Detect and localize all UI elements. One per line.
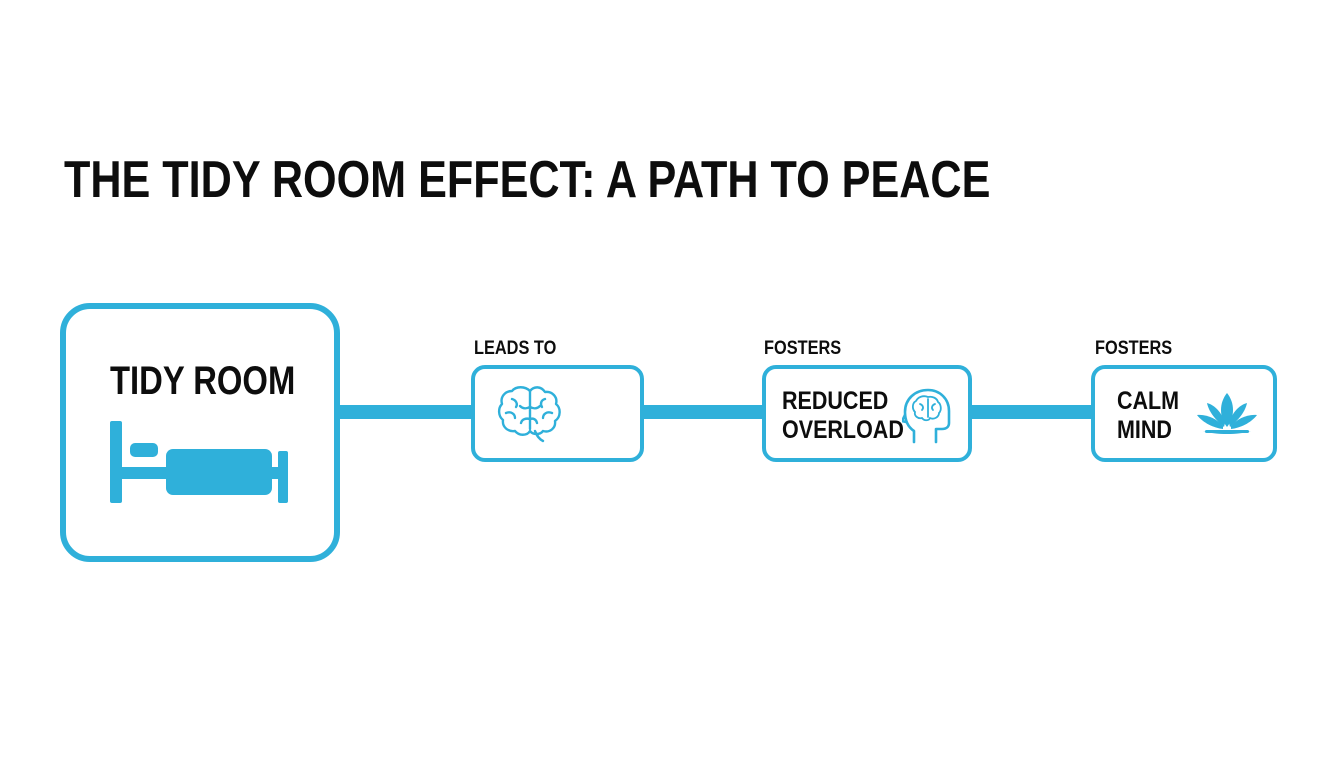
reduced-overload-text: REDUCED OVERLOAD: [782, 387, 904, 445]
lotus-icon: [1197, 393, 1257, 434]
brain-icon: [497, 386, 561, 443]
connector-line-2: [640, 405, 764, 419]
bed-icon: [110, 421, 288, 503]
head-brain-icon: [902, 388, 951, 444]
calm-mind-line-1: CALM: [1117, 387, 1180, 415]
connector-label-leads-to: LEADS TO: [474, 338, 557, 359]
tidy-room-node: TIDY ROOM: [60, 303, 340, 562]
connector-label-fosters-1: FOSTERS: [764, 338, 842, 359]
reduced-overload-line-1: REDUCED: [782, 387, 889, 415]
reduced-overload-line-2: OVERLOAD: [782, 416, 904, 444]
connector-label-fosters-2: FOSTERS: [1095, 338, 1173, 359]
diagram-title: THE TIDY ROOM EFFECT: A PATH TO PEACE: [64, 151, 991, 209]
calm-mind-line-2: MIND: [1117, 416, 1172, 444]
tidy-room-label: TIDY ROOM: [110, 359, 296, 403]
calm-mind-text: CALM MIND: [1117, 387, 1179, 445]
connector-line-1: [338, 405, 474, 419]
calm-mind-node: CALM MIND: [1091, 365, 1277, 462]
brain-node: [471, 365, 644, 462]
connector-line-3: [968, 405, 1094, 419]
reduced-overload-node: REDUCED OVERLOAD: [762, 365, 972, 462]
